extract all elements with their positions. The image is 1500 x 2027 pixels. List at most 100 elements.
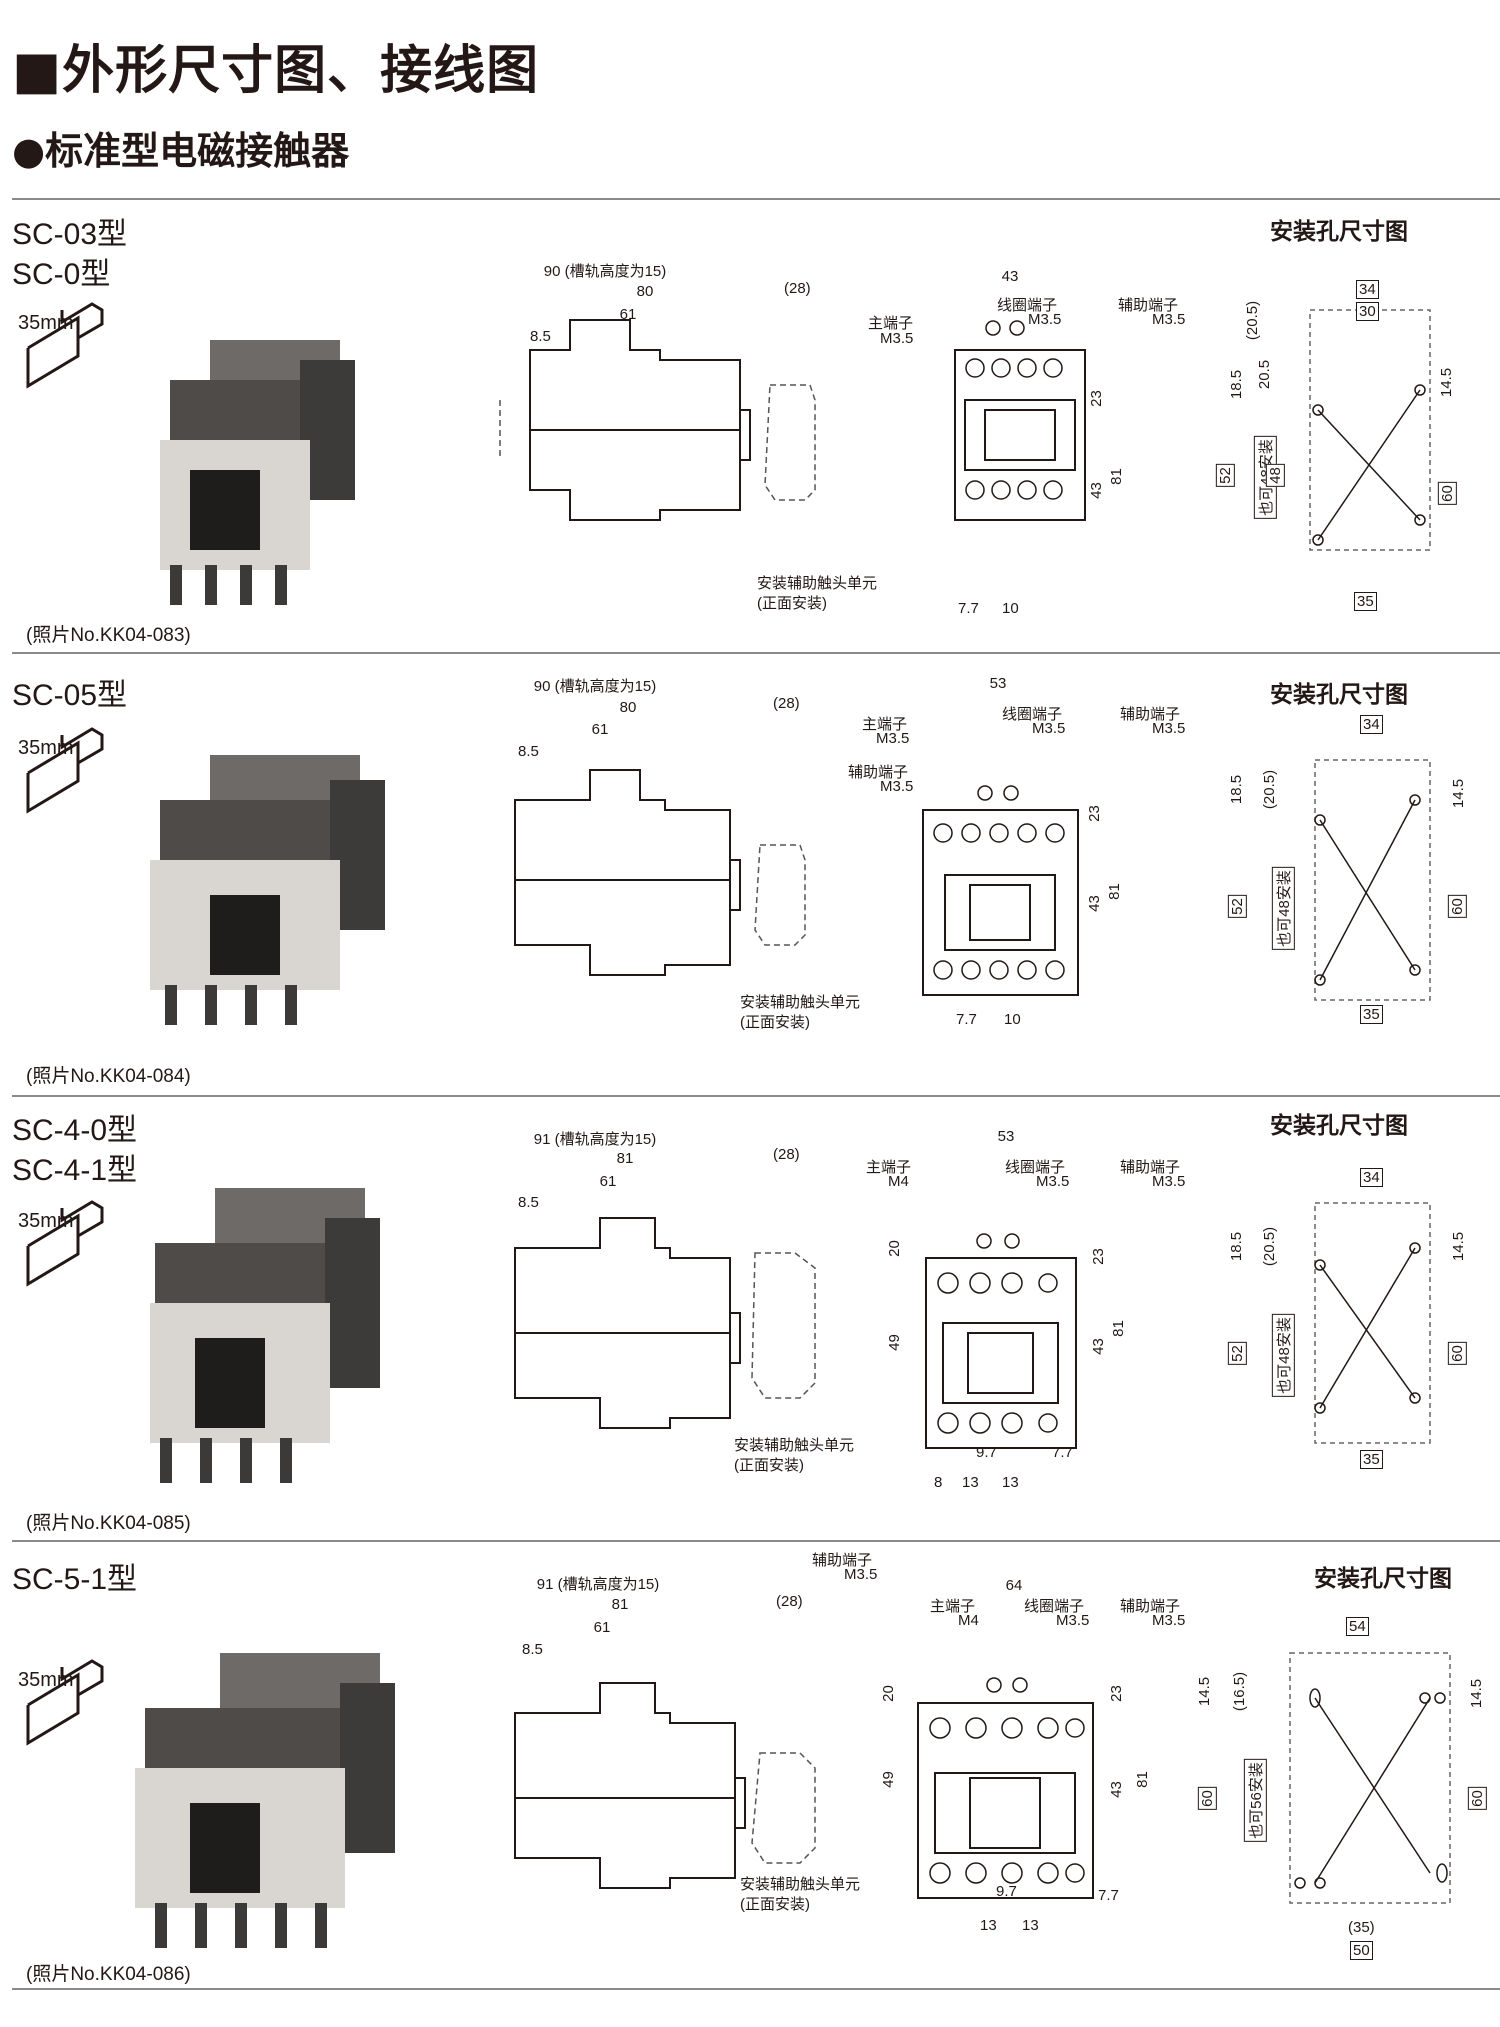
mount-title: 安装孔尺寸图 — [1314, 1566, 1452, 1592]
model-label: SC-4-1型 — [12, 1154, 138, 1187]
dim-label: 60 — [1197, 1787, 1217, 1810]
dim-label: 60 — [1437, 482, 1457, 505]
dim-label: 23 — [1107, 1685, 1125, 1702]
dim-label: 54 — [1346, 1617, 1369, 1636]
dim-label: 81 — [1133, 1771, 1151, 1788]
terminal-size: M3.5 — [1152, 1612, 1186, 1629]
section-sc-03: SC-03型 SC-0型 35mm (照片No.KK04-083) 90 (槽轨… — [0, 200, 1500, 650]
dim-label: 53 — [997, 1128, 1015, 1145]
terminal-size: M3.5 — [1036, 1173, 1070, 1190]
aux-terminal-label: 辅助端子 — [1118, 297, 1179, 314]
dim-label: 64 — [1005, 1577, 1023, 1594]
divider — [12, 652, 1500, 654]
dim-label: 43 — [1089, 1338, 1107, 1355]
contactor-photo — [150, 755, 385, 1025]
dim-label: 13 — [1022, 1917, 1039, 1934]
dim-label: (20.5) — [1261, 1226, 1279, 1267]
dim-label: (20.5) — [1244, 300, 1262, 341]
dim-label: 91 (槽轨高度为15) — [533, 1131, 657, 1148]
dim-label: (28) — [784, 280, 811, 297]
terminal-size: M4 — [958, 1612, 979, 1629]
aux-unit-label: 安装辅助触头单元 — [734, 1437, 855, 1454]
dim-label: 61 — [599, 1173, 617, 1190]
dim-label: 20 — [879, 1685, 897, 1702]
dim-label: 7.7 — [1052, 1444, 1073, 1461]
side-view-drawing — [514, 1682, 816, 1889]
dim-label: 23 — [1085, 805, 1103, 822]
dim-label: 18.5 — [1228, 1231, 1246, 1262]
dim-label: 43 — [1087, 482, 1105, 499]
terminal-size: M3.5 — [1032, 720, 1066, 737]
divider — [12, 1540, 1500, 1542]
terminal-size: M3.5 — [1152, 720, 1186, 737]
aux-terminal-label: 辅助端子 — [1120, 1159, 1181, 1176]
dim-label: 81 — [1105, 883, 1123, 900]
section-sc-05: SC-05型 35mm (照片No.KK04-084) 90 (槽轨高度为15)… — [0, 655, 1500, 1095]
model-label: SC-4-0型 — [12, 1114, 138, 1147]
dim-label: 52 — [1227, 1342, 1247, 1365]
dim-label: 20 — [885, 1240, 903, 1257]
contactor-photo — [150, 1188, 380, 1483]
photo-caption: (照片No.KK04-085) — [26, 1513, 191, 1534]
page-title: ■外形尺寸图、接线图 — [12, 41, 540, 101]
terminal-size: M4 — [888, 1173, 909, 1190]
aux-terminal-label: 辅助端子 — [812, 1552, 873, 1569]
model-label: SC-5-1型 — [12, 1563, 138, 1596]
dim-label: 35 — [1360, 1450, 1383, 1469]
dim-label: 8 — [934, 1474, 943, 1491]
divider — [12, 1095, 1500, 1097]
dim-label: 60 — [1447, 1342, 1467, 1365]
dim-label: 50 — [1350, 1941, 1373, 1960]
mount-title: 安装孔尺寸图 — [1270, 219, 1408, 245]
dim-label: 81 — [616, 1150, 634, 1167]
dim-label: 14.5 — [1196, 1676, 1214, 1707]
main-terminal-label: 主端子 — [862, 716, 908, 733]
model-label: SC-05型 — [12, 679, 128, 712]
photo-caption: (照片No.KK04-084) — [26, 1066, 191, 1087]
mount-title: 安装孔尺寸图 — [1270, 682, 1408, 708]
side-view-drawing — [514, 1217, 816, 1429]
terminal-size: M3.5 — [880, 330, 914, 347]
dim-label: 52 — [1215, 464, 1235, 487]
contactor-photo — [160, 340, 355, 605]
dim-label: 34 — [1360, 715, 1383, 734]
mount-hole-drawing — [1289, 1652, 1451, 1904]
dim-label: 8.5 — [530, 328, 551, 345]
dim-label: 81 — [611, 1596, 629, 1613]
front-view-drawing — [954, 320, 1086, 521]
dim-label: (35) — [1348, 1919, 1375, 1936]
contactor-photo — [135, 1653, 395, 1948]
coil-terminal-label: 线圈端子 — [997, 297, 1058, 314]
page-subtitle: ●标准型电磁接触器 — [12, 129, 350, 173]
model-label: SC-0型 — [12, 258, 111, 291]
dim-label: 14.5 — [1468, 1678, 1486, 1709]
aux-unit-label: 安装辅助触头单元 — [757, 575, 878, 592]
dim-label: 90 (槽轨高度为15) — [543, 263, 667, 280]
aux-terminal-label: 辅助端子 — [848, 764, 909, 781]
dim-label: 23 — [1089, 1248, 1107, 1265]
dim-label: 43 — [1085, 895, 1103, 912]
mount-hole-drawing — [1314, 1202, 1431, 1444]
dim-label: (28) — [773, 695, 800, 712]
dim-label: 60 — [1467, 1787, 1487, 1810]
dim-label: 81 — [1107, 468, 1125, 485]
terminal-size: M3.5 — [1056, 1612, 1090, 1629]
mount-title: 安装孔尺寸图 — [1270, 1113, 1408, 1139]
dim-label: 18.5 — [1228, 369, 1246, 400]
photo-caption: (照片No.KK04-086) — [26, 1964, 191, 1985]
photo-caption: (照片No.KK04-083) — [26, 625, 191, 646]
din-rail-icon — [26, 1200, 104, 1287]
dim-label: 60 — [1447, 895, 1467, 918]
mount-note: 也可56安装 — [1243, 1759, 1267, 1842]
dim-label: 61 — [619, 306, 637, 323]
dim-label: (20.5) — [1261, 769, 1279, 810]
dim-label: 7.7 — [956, 1011, 977, 1028]
side-view-drawing — [499, 319, 816, 521]
dim-label: 49 — [879, 1771, 897, 1788]
dim-label: 43 — [1107, 1781, 1125, 1798]
mount-note: 也可48安装 — [1271, 1314, 1295, 1397]
dim-label: 81 — [1109, 1320, 1127, 1337]
dim-label: 8.5 — [522, 1641, 543, 1658]
dim-label: 43 — [1001, 268, 1019, 285]
dim-label: 61 — [593, 1619, 611, 1636]
